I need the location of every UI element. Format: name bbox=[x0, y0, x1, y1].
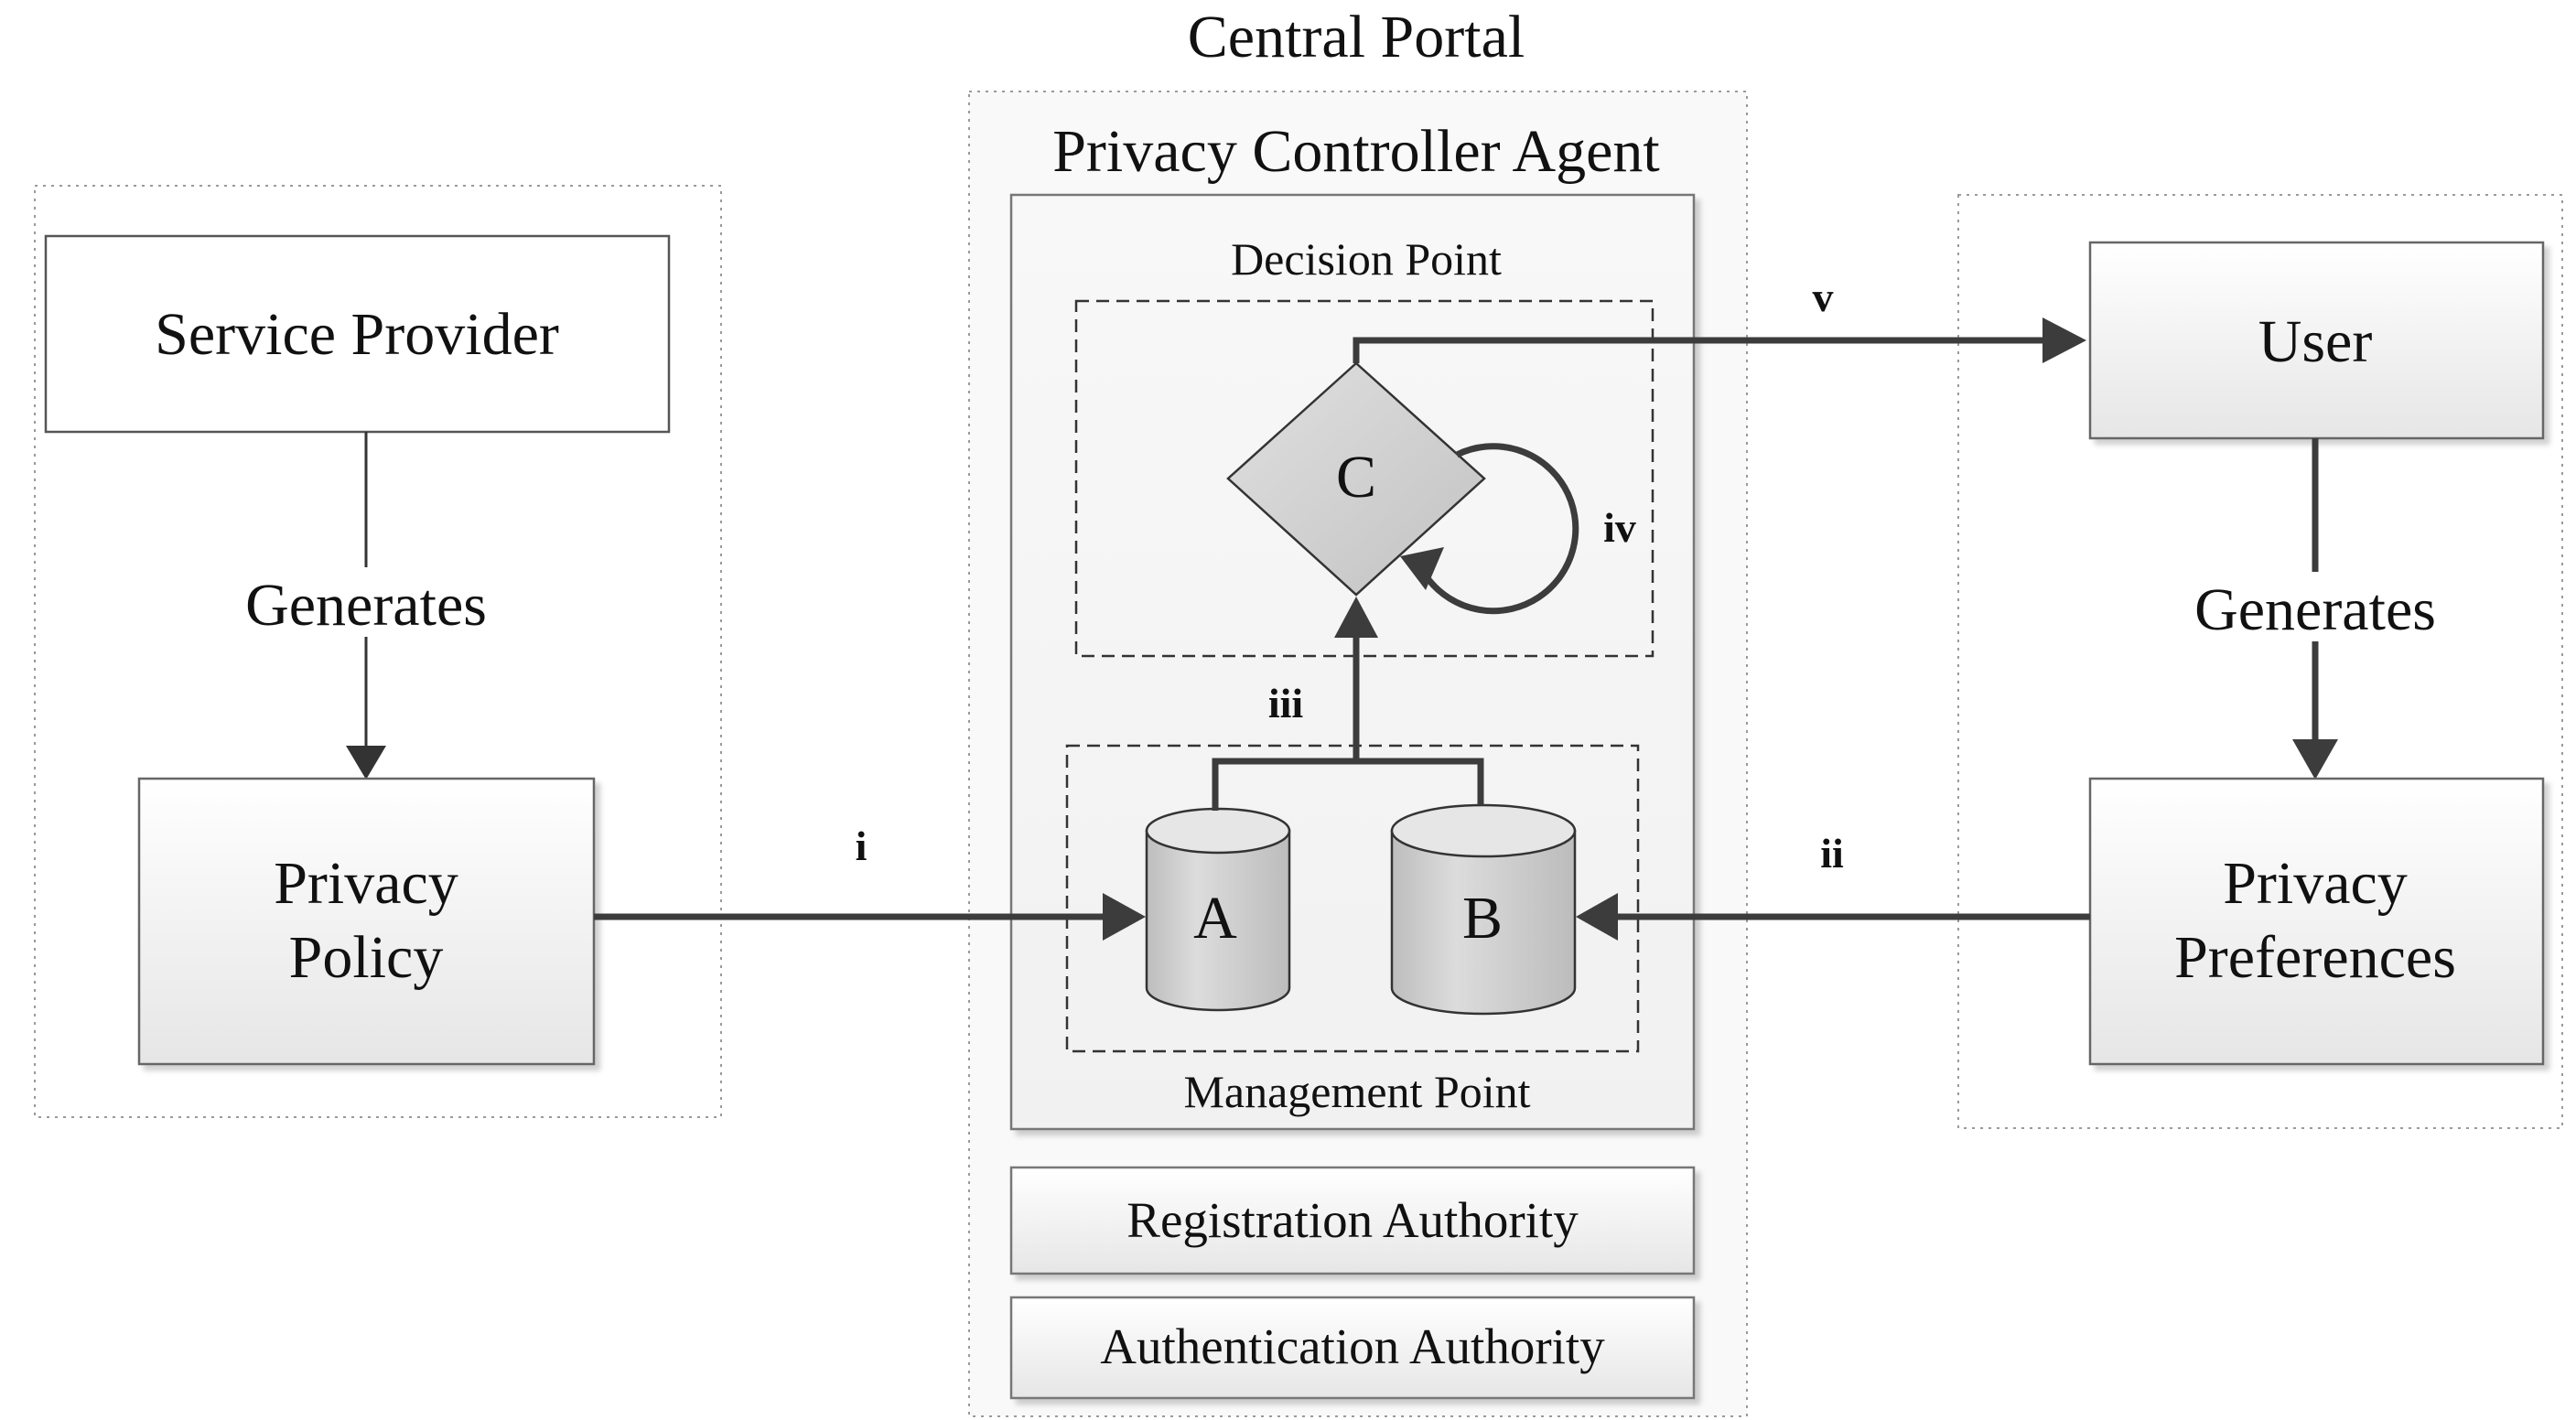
store-a-label: A bbox=[1193, 885, 1237, 952]
management-point-box bbox=[1065, 744, 1640, 1053]
central-portal-title: Central Portal bbox=[1188, 4, 1525, 70]
decision-point-box bbox=[1074, 299, 1654, 658]
user-generates-label-bg bbox=[2185, 572, 2445, 641]
decision-node-diamond bbox=[1226, 361, 1486, 597]
arrow-ii-head bbox=[1576, 893, 1618, 941]
privacy-preferences-box bbox=[2088, 777, 2545, 1066]
arrow-iv-head bbox=[1400, 547, 1444, 590]
arrow-i-head bbox=[1103, 893, 1146, 941]
arrow-iv-loop bbox=[1425, 443, 1579, 615]
service-provider-label: Service Provider bbox=[155, 301, 559, 368]
sp-generates-label: Generates bbox=[245, 572, 487, 639]
user-region bbox=[1957, 194, 2563, 1129]
store-b-cylinder bbox=[1390, 803, 1577, 1016]
privacy-preferences-line2: Preferences bbox=[2174, 924, 2456, 991]
registration-authority-box bbox=[1009, 1166, 1696, 1275]
privacy-policy-box bbox=[137, 777, 596, 1066]
privacy-policy-line1: Privacy bbox=[274, 850, 458, 917]
privacy-preferences-line1: Privacy bbox=[2223, 850, 2408, 917]
agent-panel bbox=[1009, 193, 1696, 1131]
service-provider-region bbox=[34, 185, 722, 1118]
privacy-policy-line2: Policy bbox=[289, 924, 444, 991]
store-a-cylinder bbox=[1145, 807, 1291, 1012]
arrow-v-label: v bbox=[1813, 274, 1834, 320]
registration-authority-label: Registration Authority bbox=[1126, 1192, 1579, 1248]
user-generates-arrowhead bbox=[2292, 739, 2338, 780]
arrow-iii-head bbox=[1334, 597, 1378, 638]
user-box bbox=[2088, 241, 2545, 440]
decision-node-label: C bbox=[1336, 444, 1376, 511]
authentication-authority-label: Authentication Authority bbox=[1100, 1318, 1605, 1374]
arrow-iv-label: iv bbox=[1603, 504, 1636, 551]
authentication-authority-box bbox=[1009, 1296, 1696, 1400]
user-generates-label: Generates bbox=[2194, 576, 2436, 643]
user-label: User bbox=[2258, 308, 2373, 375]
arrow-iii-connector bbox=[1212, 758, 1484, 811]
arrow-iii-label: iii bbox=[1268, 680, 1304, 726]
sp-generates-label-bg bbox=[236, 567, 496, 637]
management-point-label: Management Point bbox=[1183, 1066, 1530, 1117]
service-provider-box bbox=[44, 234, 671, 434]
arrow-i-label: i bbox=[856, 823, 868, 869]
decision-point-label: Decision Point bbox=[1231, 233, 1502, 285]
sp-generates-arrowhead bbox=[346, 746, 386, 780]
agent-title: Privacy Controller Agent bbox=[1052, 118, 1660, 185]
arrow-v-line bbox=[1353, 337, 2050, 363]
store-b-label: B bbox=[1462, 885, 1503, 952]
arrow-v-head bbox=[2042, 317, 2086, 363]
arrow-ii-label: ii bbox=[1820, 830, 1844, 877]
